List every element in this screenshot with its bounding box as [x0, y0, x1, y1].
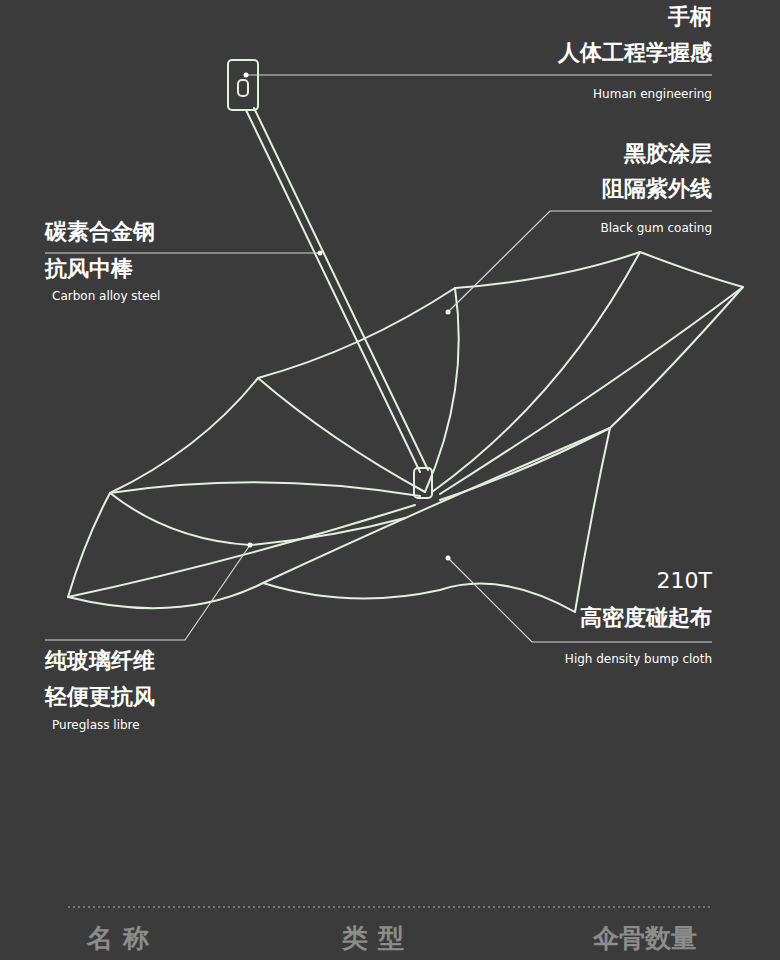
umbrella-rib	[68, 505, 415, 597]
leader-dot	[244, 73, 249, 78]
umbrella-hub	[414, 468, 432, 498]
part-name: 碳素合金钢	[45, 219, 155, 245]
umbrella-rib	[110, 482, 420, 496]
part-name: 黑胶涂层	[624, 141, 712, 167]
table-header: 伞骨数量	[593, 923, 697, 954]
umbrella-rib	[425, 288, 459, 492]
leader-dot	[446, 556, 451, 561]
canopy-outline	[68, 252, 743, 612]
leader-line	[45, 252, 320, 253]
leader-dot	[248, 543, 253, 548]
umbrella-handle	[228, 60, 258, 110]
leader-line	[45, 545, 250, 640]
english-caption: Pureglass libre	[52, 718, 140, 732]
part-name: 高密度碰起布	[580, 605, 712, 631]
english-caption: Black gum coating	[600, 221, 712, 235]
umbrella-rib	[440, 287, 743, 494]
part-name: 纯玻璃纤维	[45, 648, 155, 674]
feature-text: 阻隔紫外线	[602, 176, 712, 202]
umbrella-shaft	[246, 108, 428, 472]
leader-dot	[446, 310, 451, 315]
english-caption: Human engineering	[593, 87, 712, 101]
handle-button	[238, 80, 248, 96]
umbrella-rib	[440, 428, 610, 500]
leader-line	[246, 74, 712, 75]
umbrella-rib	[258, 378, 425, 492]
table-header: 名 称	[87, 923, 148, 954]
fabric-spec: 210T	[657, 568, 712, 594]
english-caption: High density bump cloth	[565, 652, 712, 666]
feature-text: 人体工程学握感	[558, 40, 712, 66]
feature-text: 轻便更抗风	[45, 684, 155, 710]
leader-line	[448, 211, 712, 312]
english-caption: Carbon alloy steel	[52, 289, 160, 303]
leader-line	[448, 558, 712, 642]
divider-line	[68, 906, 712, 908]
leader-dot	[318, 251, 323, 256]
umbrella-rib	[432, 252, 640, 492]
table-header: 类 型	[342, 923, 403, 954]
canopy-fold	[263, 428, 610, 583]
part-name: 手柄	[668, 4, 712, 30]
feature-text: 抗风中棒	[45, 256, 133, 282]
